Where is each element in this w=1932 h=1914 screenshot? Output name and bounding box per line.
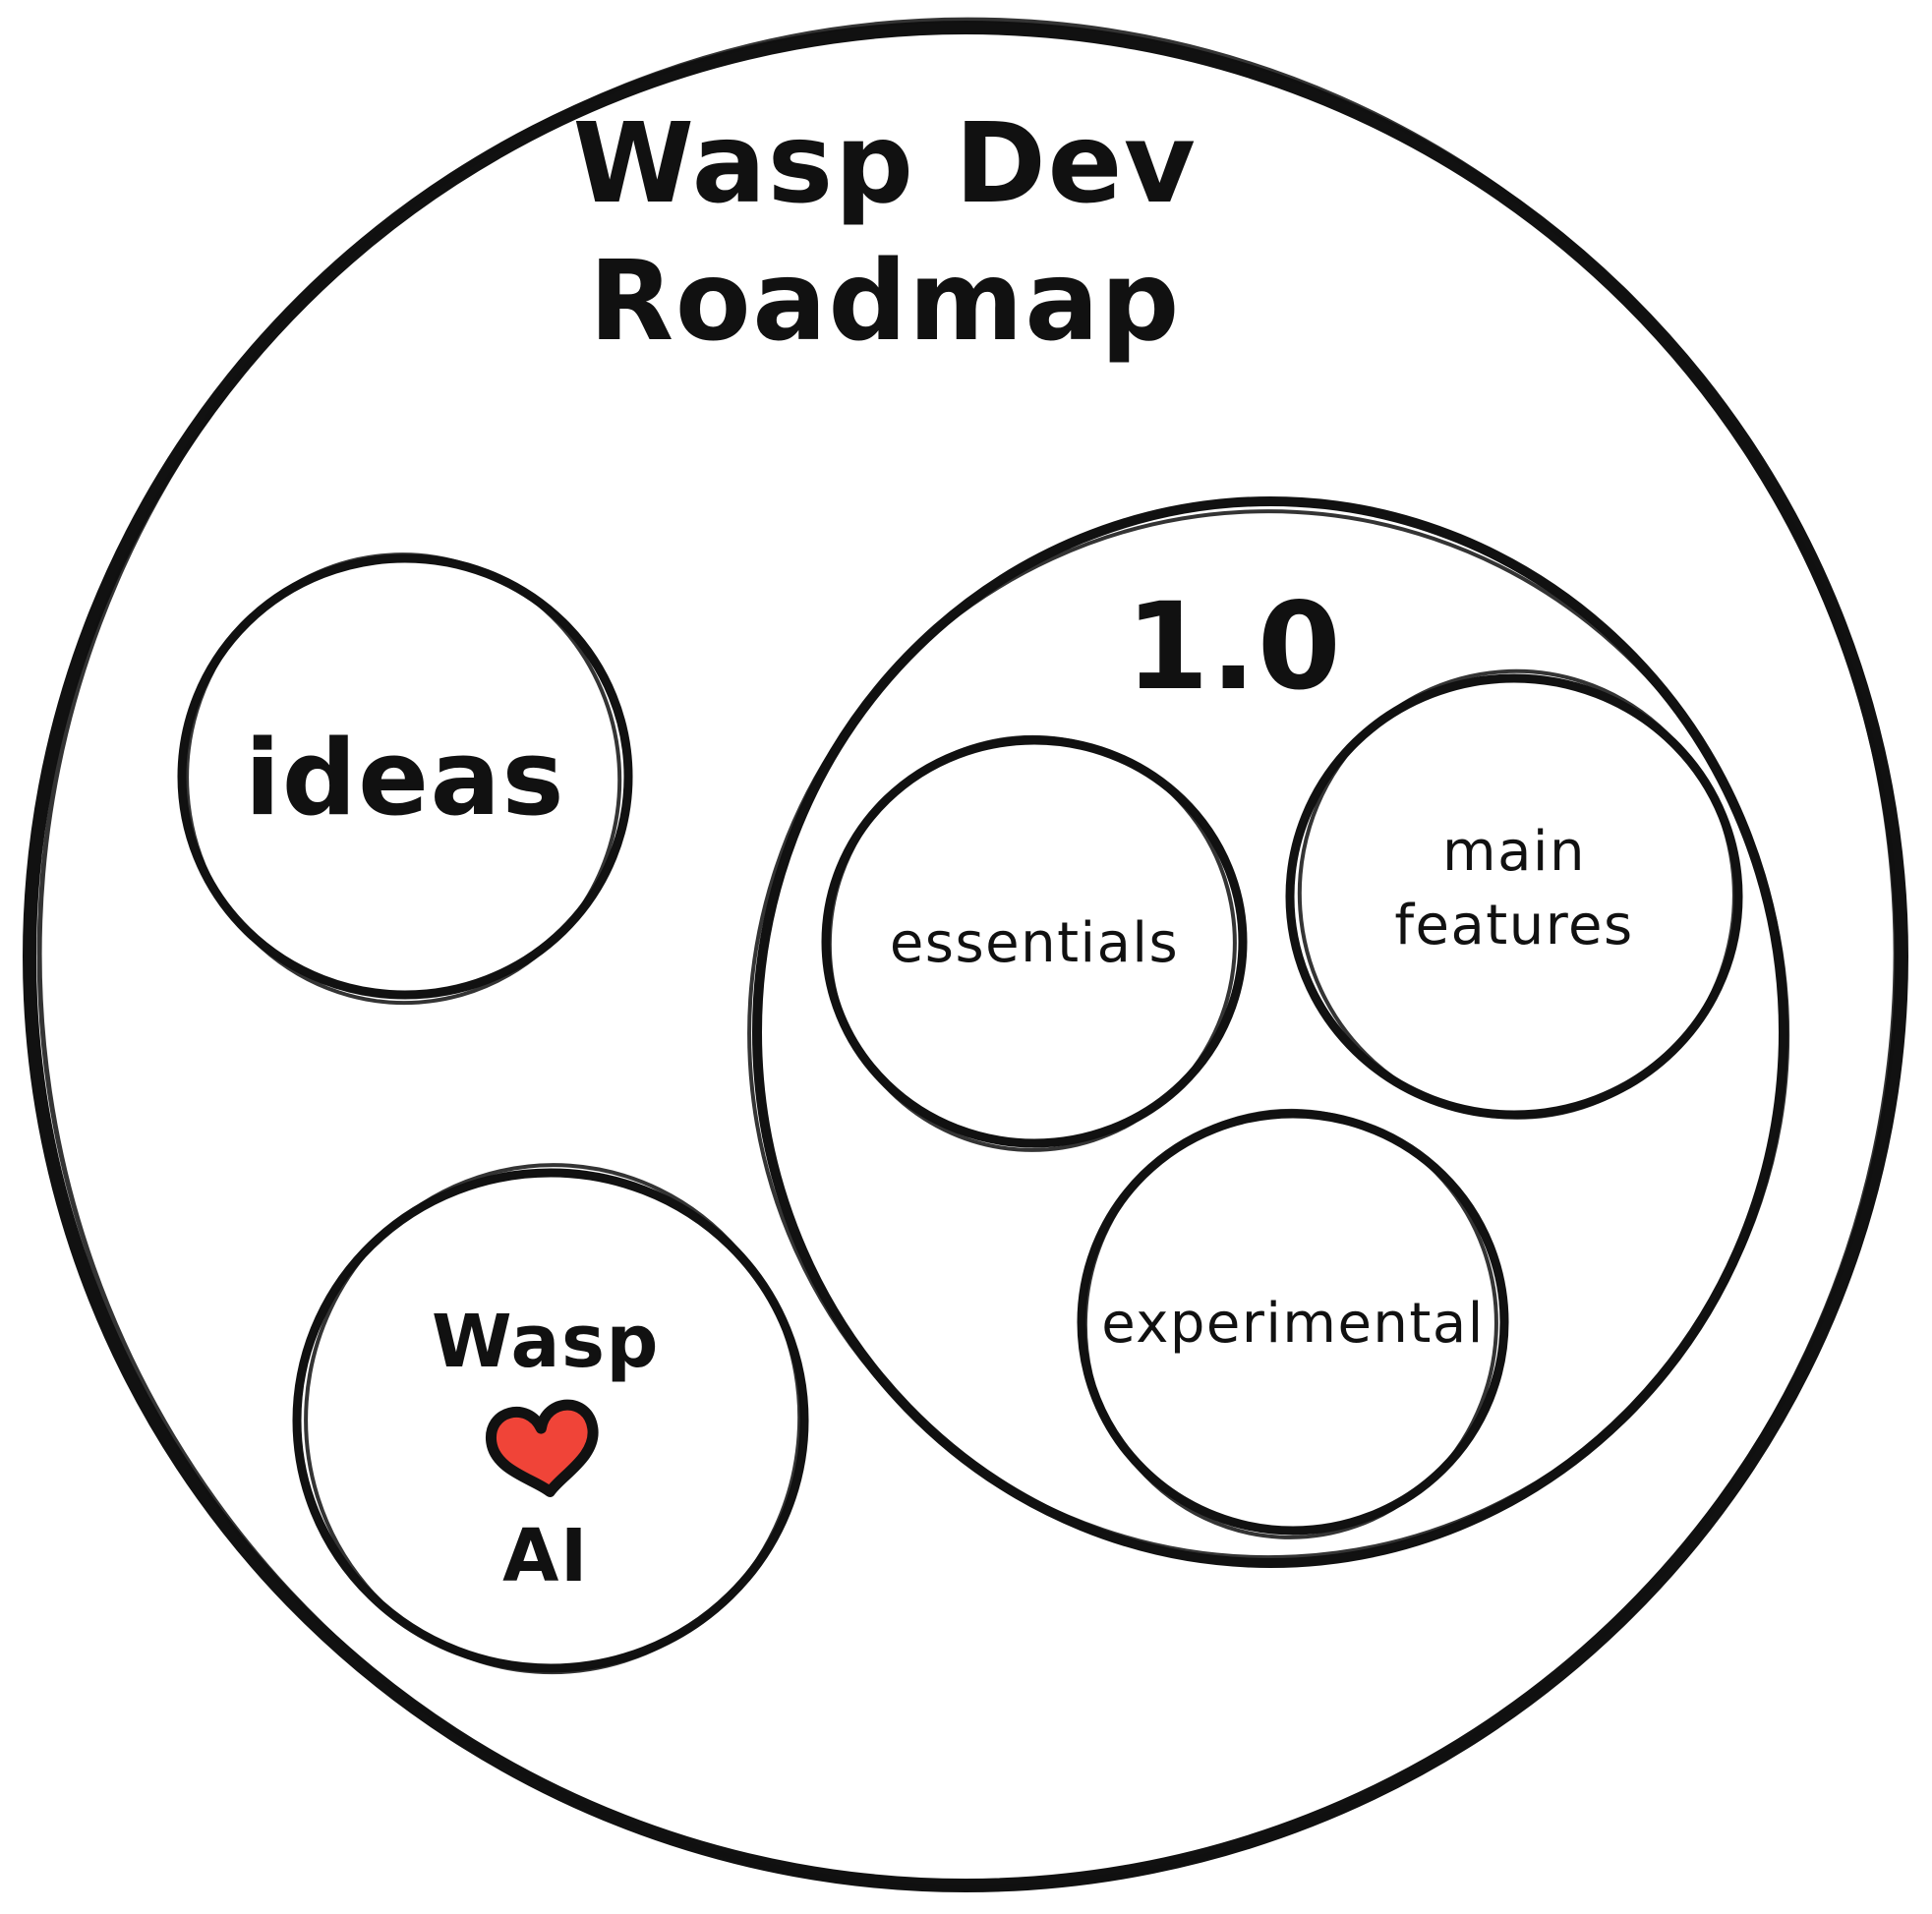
version-1-0-label: 1.0 xyxy=(1126,577,1343,717)
wasp-ai-label-line-2: AI xyxy=(502,1514,589,1598)
essentials-label: essentials xyxy=(890,911,1179,975)
diagram-title: Wasp Dev Roadmap xyxy=(573,100,1198,366)
main-features-label-line-1: main xyxy=(1442,820,1586,884)
experimental-circle: experimental xyxy=(1077,1108,1509,1539)
title-line-2: Roadmap xyxy=(589,238,1181,366)
outer-roadmap-circle xyxy=(23,17,1908,1892)
essentials-circle: essentials xyxy=(821,734,1248,1152)
version-1-0-circle: 1.0 xyxy=(747,496,1790,1568)
main-features-circle: main features xyxy=(1285,668,1743,1120)
wasp-ai-circle: Wasp AI xyxy=(292,1163,809,1675)
wasp-ai-label-line-1: Wasp xyxy=(432,1300,660,1384)
ideas-circle: ideas xyxy=(177,552,633,1006)
main-features-label-line-2: features xyxy=(1394,894,1633,957)
title-line-1: Wasp Dev xyxy=(573,100,1198,228)
experimental-label: experimental xyxy=(1101,1292,1485,1356)
ideas-label: ideas xyxy=(245,718,565,839)
heart-icon xyxy=(486,1399,599,1497)
